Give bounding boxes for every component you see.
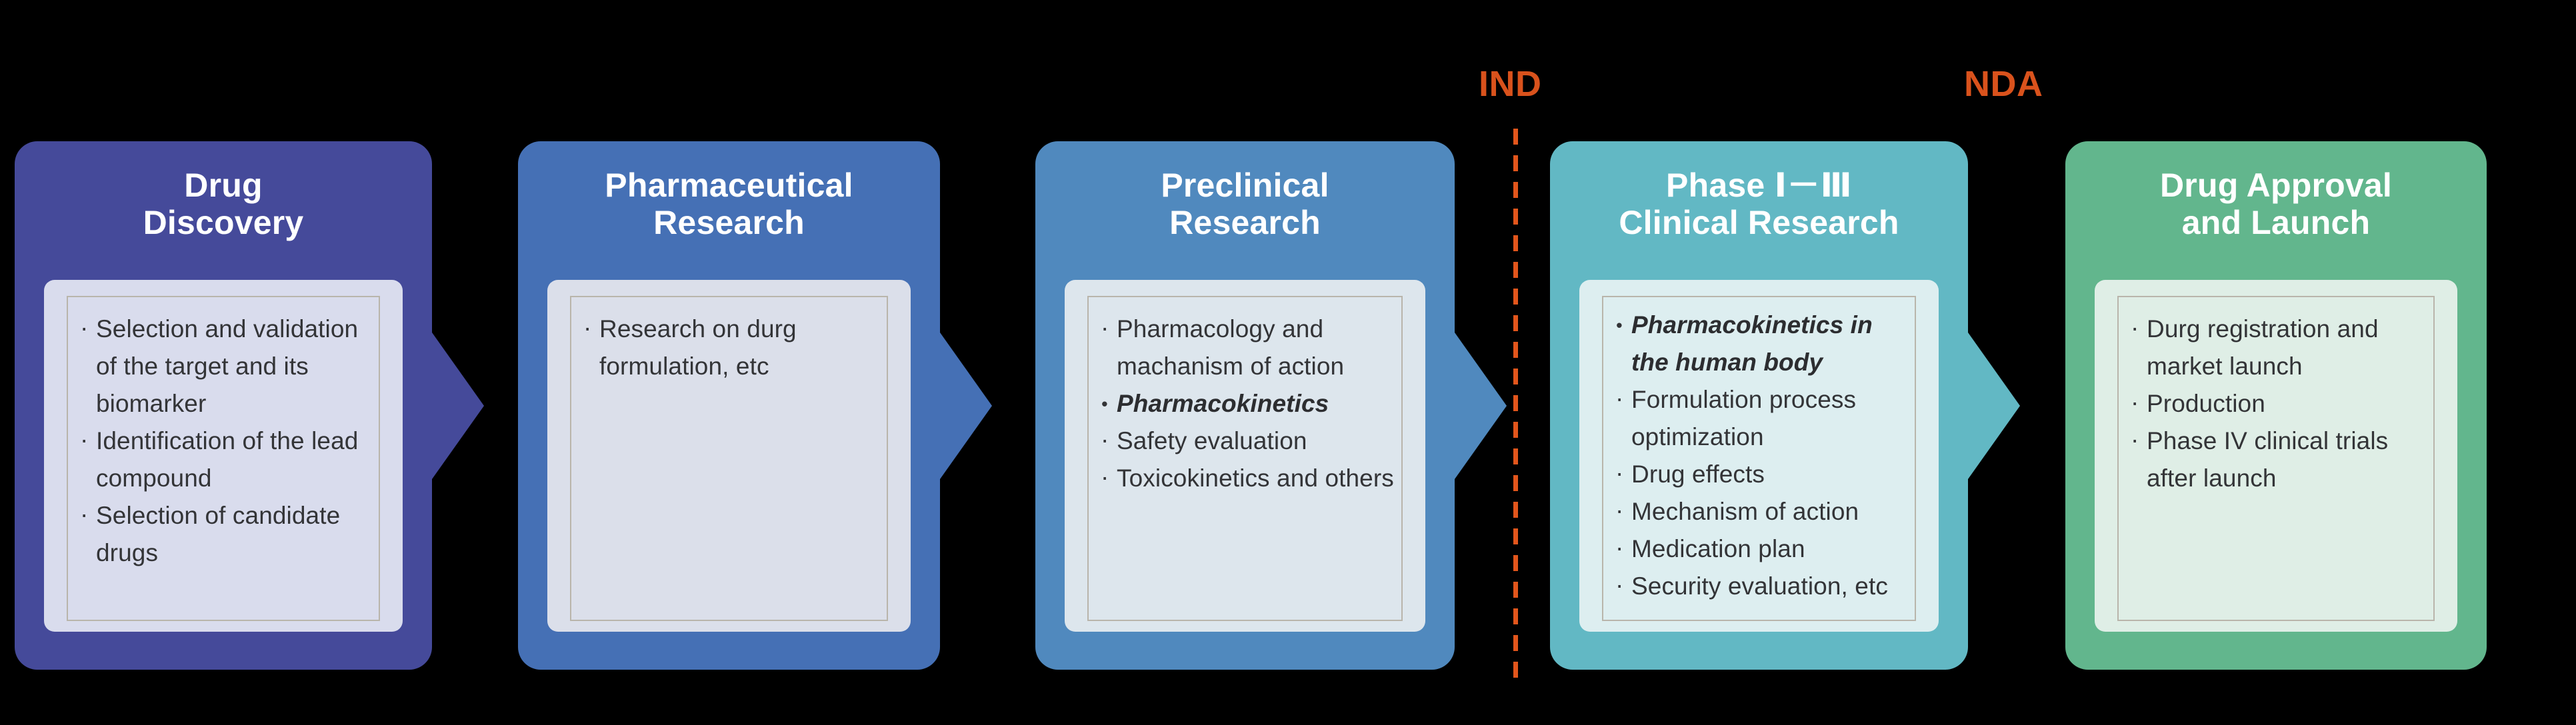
flow-arrow-icon-pharmaceutical-research bbox=[940, 332, 992, 479]
list-item: Mechanism of action bbox=[1614, 492, 1909, 530]
stage-bullet-list-drug-discovery: Selection and validation of the target a… bbox=[79, 309, 373, 572]
list-item: Durg registration and market launch bbox=[2129, 309, 2428, 385]
stage-detail-panel-preclinical-research: Pharmacology and machanism of actionPhar… bbox=[1065, 280, 1425, 632]
stage-title-clinical-research: Phase Ⅰ－Ⅲ Clinical Research bbox=[1619, 167, 1899, 241]
list-item: Phase IV clinical trials after launch bbox=[2129, 421, 2428, 497]
stage-detail-panel-clinical-research: Pharmacokinetics in the human bodyFormul… bbox=[1579, 280, 1939, 632]
list-item: Safety evaluation bbox=[1099, 421, 1396, 460]
list-item: Pharmacology and machanism of action bbox=[1099, 309, 1396, 385]
stage-detail-border-pharmaceutical-research: Research on durg formulation, etc bbox=[570, 296, 888, 621]
milestone-label-ind: IND bbox=[1479, 64, 1542, 104]
stage-detail-border-drug-approval-launch: Durg registration and market launchProdu… bbox=[2117, 296, 2435, 621]
flow-arrow-icon-preclinical-research bbox=[1455, 332, 1507, 479]
stage-detail-panel-drug-discovery: Selection and validation of the target a… bbox=[44, 280, 403, 632]
stage-card-drug-discovery[interactable]: Drug DiscoverySelection and validation o… bbox=[15, 141, 484, 670]
stage-card-preclinical-research[interactable]: Preclinical ResearchPharmacology and mac… bbox=[1035, 141, 1507, 670]
stage-detail-border-preclinical-research: Pharmacology and machanism of actionPhar… bbox=[1087, 296, 1403, 621]
stage-title-drug-approval-launch: Drug Approval and Launch bbox=[2160, 167, 2392, 241]
stage-card-pharmaceutical-research[interactable]: Pharmaceutical ResearchResearch on durg … bbox=[518, 141, 992, 670]
list-item: Selection of candidate drugs bbox=[79, 496, 373, 572]
list-item: Research on durg formulation, etc bbox=[582, 309, 881, 385]
stage-bullet-list-preclinical-research: Pharmacology and machanism of actionPhar… bbox=[1099, 309, 1396, 497]
stage-bullet-list-pharmaceutical-research: Research on durg formulation, etc bbox=[582, 309, 881, 385]
stage-detail-border-drug-discovery: Selection and validation of the target a… bbox=[67, 296, 380, 621]
stage-card-clinical-research[interactable]: Phase Ⅰ－Ⅲ Clinical ResearchPharmacokinet… bbox=[1550, 141, 2020, 670]
list-item: Drug effects bbox=[1614, 454, 1909, 493]
list-item: Formulation process optimization bbox=[1614, 380, 1909, 456]
stage-title-drug-discovery: Drug Discovery bbox=[143, 167, 304, 241]
stage-title-preclinical-research: Preclinical Research bbox=[1161, 167, 1329, 241]
list-item: Pharmacokinetics in the human body bbox=[1614, 307, 1909, 381]
list-item: Pharmacokinetics bbox=[1099, 385, 1396, 422]
flow-arrow-icon-clinical-research bbox=[1968, 332, 2020, 479]
list-item: Toxicokinetics and others bbox=[1099, 458, 1396, 497]
stage-detail-border-clinical-research: Pharmacokinetics in the human bodyFormul… bbox=[1602, 296, 1916, 621]
list-item: Security evaluation, etc bbox=[1614, 566, 1909, 605]
stage-detail-panel-pharmaceutical-research: Research on durg formulation, etc bbox=[547, 280, 911, 632]
stage-bullet-list-drug-approval-launch: Durg registration and market launchProdu… bbox=[2129, 309, 2428, 497]
stage-card-drug-approval-launch[interactable]: Drug Approval and LaunchDurg registratio… bbox=[2065, 141, 2487, 670]
list-item: Selection and validation of the target a… bbox=[79, 309, 373, 422]
milestone-divider-ind bbox=[1513, 129, 1518, 679]
flow-arrow-icon-drug-discovery bbox=[432, 332, 484, 479]
list-item: Identification of the lead compound bbox=[79, 421, 373, 497]
list-item: Production bbox=[2129, 384, 2428, 422]
milestone-label-nda: NDA bbox=[1964, 64, 2043, 104]
stage-title-pharmaceutical-research: Pharmaceutical Research bbox=[605, 167, 853, 241]
stage-detail-panel-drug-approval-launch: Durg registration and market launchProdu… bbox=[2095, 280, 2457, 632]
list-item: Medication plan bbox=[1614, 529, 1909, 568]
stage-bullet-list-clinical-research: Pharmacokinetics in the human bodyFormul… bbox=[1614, 307, 1909, 605]
